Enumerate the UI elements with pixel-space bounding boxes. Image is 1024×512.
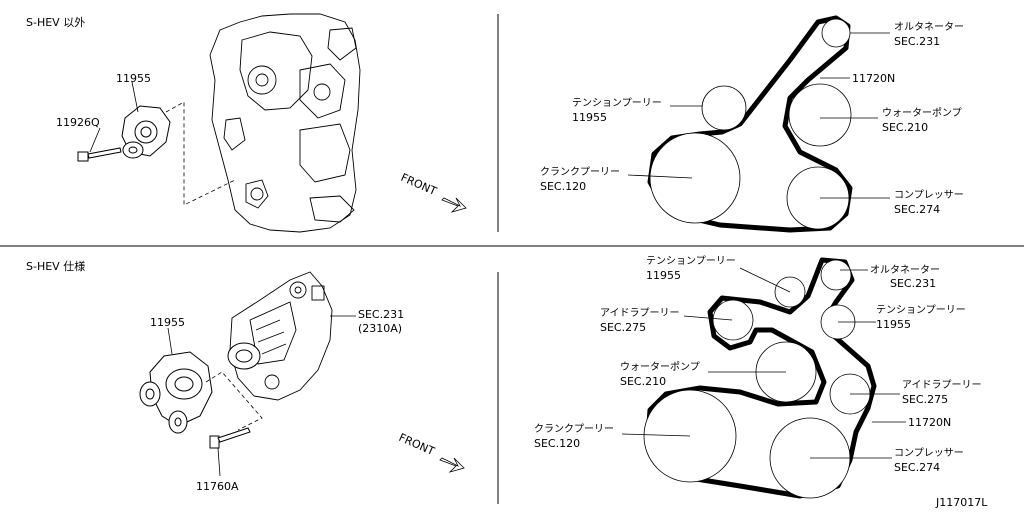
bottom-tension-1-leader	[739, 267, 791, 293]
bottom-idler-1-sec: SEC.275	[600, 321, 646, 334]
bottom-belt-part-label: 11720N	[908, 416, 951, 429]
top-belt-routing	[647, 15, 853, 233]
bottom-alternator-sec: SEC.231	[890, 277, 936, 290]
bottom-bolt-leader	[217, 447, 221, 477]
bottom-crank-leader	[621, 433, 691, 437]
top-tensioner-leader	[131, 81, 139, 113]
top-front-indicator: FRONT	[399, 171, 467, 213]
top-crank-pulley-sec: SEC.120	[540, 180, 586, 193]
top-crank-pulley-label: クランクプーリー	[540, 166, 620, 178]
top-tension-pulley	[701, 85, 747, 131]
bottom-belt-routing	[645, 257, 877, 499]
bottom-tension-pulley-1-part: 11955	[646, 269, 681, 282]
bottom-alternator-pulley-part	[227, 342, 261, 370]
top-tension-pulley-part: 11955	[572, 111, 607, 124]
top-belt-part-label: 11720N	[852, 72, 895, 85]
top-crank-pulley	[649, 132, 741, 224]
bottom-tension-pulley-2-label: テンションプーリー	[876, 304, 966, 316]
bottom-alternator-sub-label: (2310A)	[358, 322, 402, 335]
bottom-front-indicator: FRONT	[397, 431, 465, 473]
top-alternator-label: オルタネーター	[894, 21, 964, 33]
top-tension-pulley-label: テンションプーリー	[572, 97, 662, 109]
bottom-tension-pulley-1-label: テンションプーリー	[646, 255, 736, 267]
bottom-front-label: FRONT	[397, 431, 437, 458]
top-water-pump-sec: SEC.210	[882, 121, 928, 134]
bottom-tension-pulley-2-part: 11955	[876, 318, 911, 331]
top-front-label: FRONT	[399, 171, 439, 198]
bottom-leader-dashed	[205, 371, 263, 431]
bottom-crank-pulley-label: クランクプーリー	[534, 423, 614, 435]
top-engine-outline	[209, 13, 361, 233]
bottom-crank-pulley-sec: SEC.120	[534, 437, 580, 450]
bottom-compressor-label: コンプレッサー	[894, 447, 964, 459]
top-alternator-sec: SEC.231	[894, 35, 940, 48]
top-bolt-leader	[89, 127, 101, 153]
bottom-section-label: S-HEV 仕様	[26, 259, 85, 273]
top-crank-leader	[627, 174, 693, 179]
top-compressor-label: コンプレッサー	[894, 189, 964, 201]
bottom-alternator-sec-label: SEC.231	[358, 308, 404, 321]
bottom-tensioner-part-label: 11955	[150, 316, 185, 329]
figure-id: J117017L	[935, 496, 988, 509]
bottom-idler-1-leader	[683, 315, 733, 321]
top-bolt	[77, 147, 122, 162]
top-compressor-sec: SEC.274	[894, 203, 940, 216]
bottom-bolt-part-label: 11760A	[196, 480, 239, 493]
top-tensioner-assembly	[121, 105, 171, 159]
bottom-bolt	[209, 427, 251, 449]
top-tensioner-part-label: 11955	[116, 72, 151, 85]
top-front-arrow-icon	[441, 197, 467, 213]
bottom-idler-pulley-1	[712, 299, 754, 341]
bottom-alternator-pulley	[820, 259, 852, 291]
bottom-tensioner-assembly	[139, 351, 213, 434]
top-alternator-pulley	[821, 18, 851, 48]
bottom-alternator-label: オルタネーター	[870, 264, 940, 276]
bottom-water-pump-sec: SEC.210	[620, 375, 666, 388]
top-leader-dashed	[165, 101, 236, 206]
top-section-label: S-HEV 以外	[26, 16, 85, 29]
top-bolt-part-label: 11926Q	[56, 116, 100, 129]
top-water-pump-pulley	[788, 83, 852, 147]
bottom-idler-1-label: アイドラプーリー	[600, 307, 680, 319]
bottom-idler-2-sec: SEC.275	[902, 393, 948, 406]
bottom-idler-2-label: アイドラプーリー	[902, 379, 982, 391]
bottom-front-arrow-icon	[439, 457, 465, 473]
bottom-compressor-sec: SEC.274	[894, 461, 940, 474]
bottom-tensioner-leader	[167, 327, 173, 355]
top-water-pump-label: ウォーターポンプ	[882, 107, 962, 119]
bottom-alternator-outline	[229, 271, 333, 401]
bottom-water-pump-label: ウォーターポンプ	[620, 361, 700, 373]
